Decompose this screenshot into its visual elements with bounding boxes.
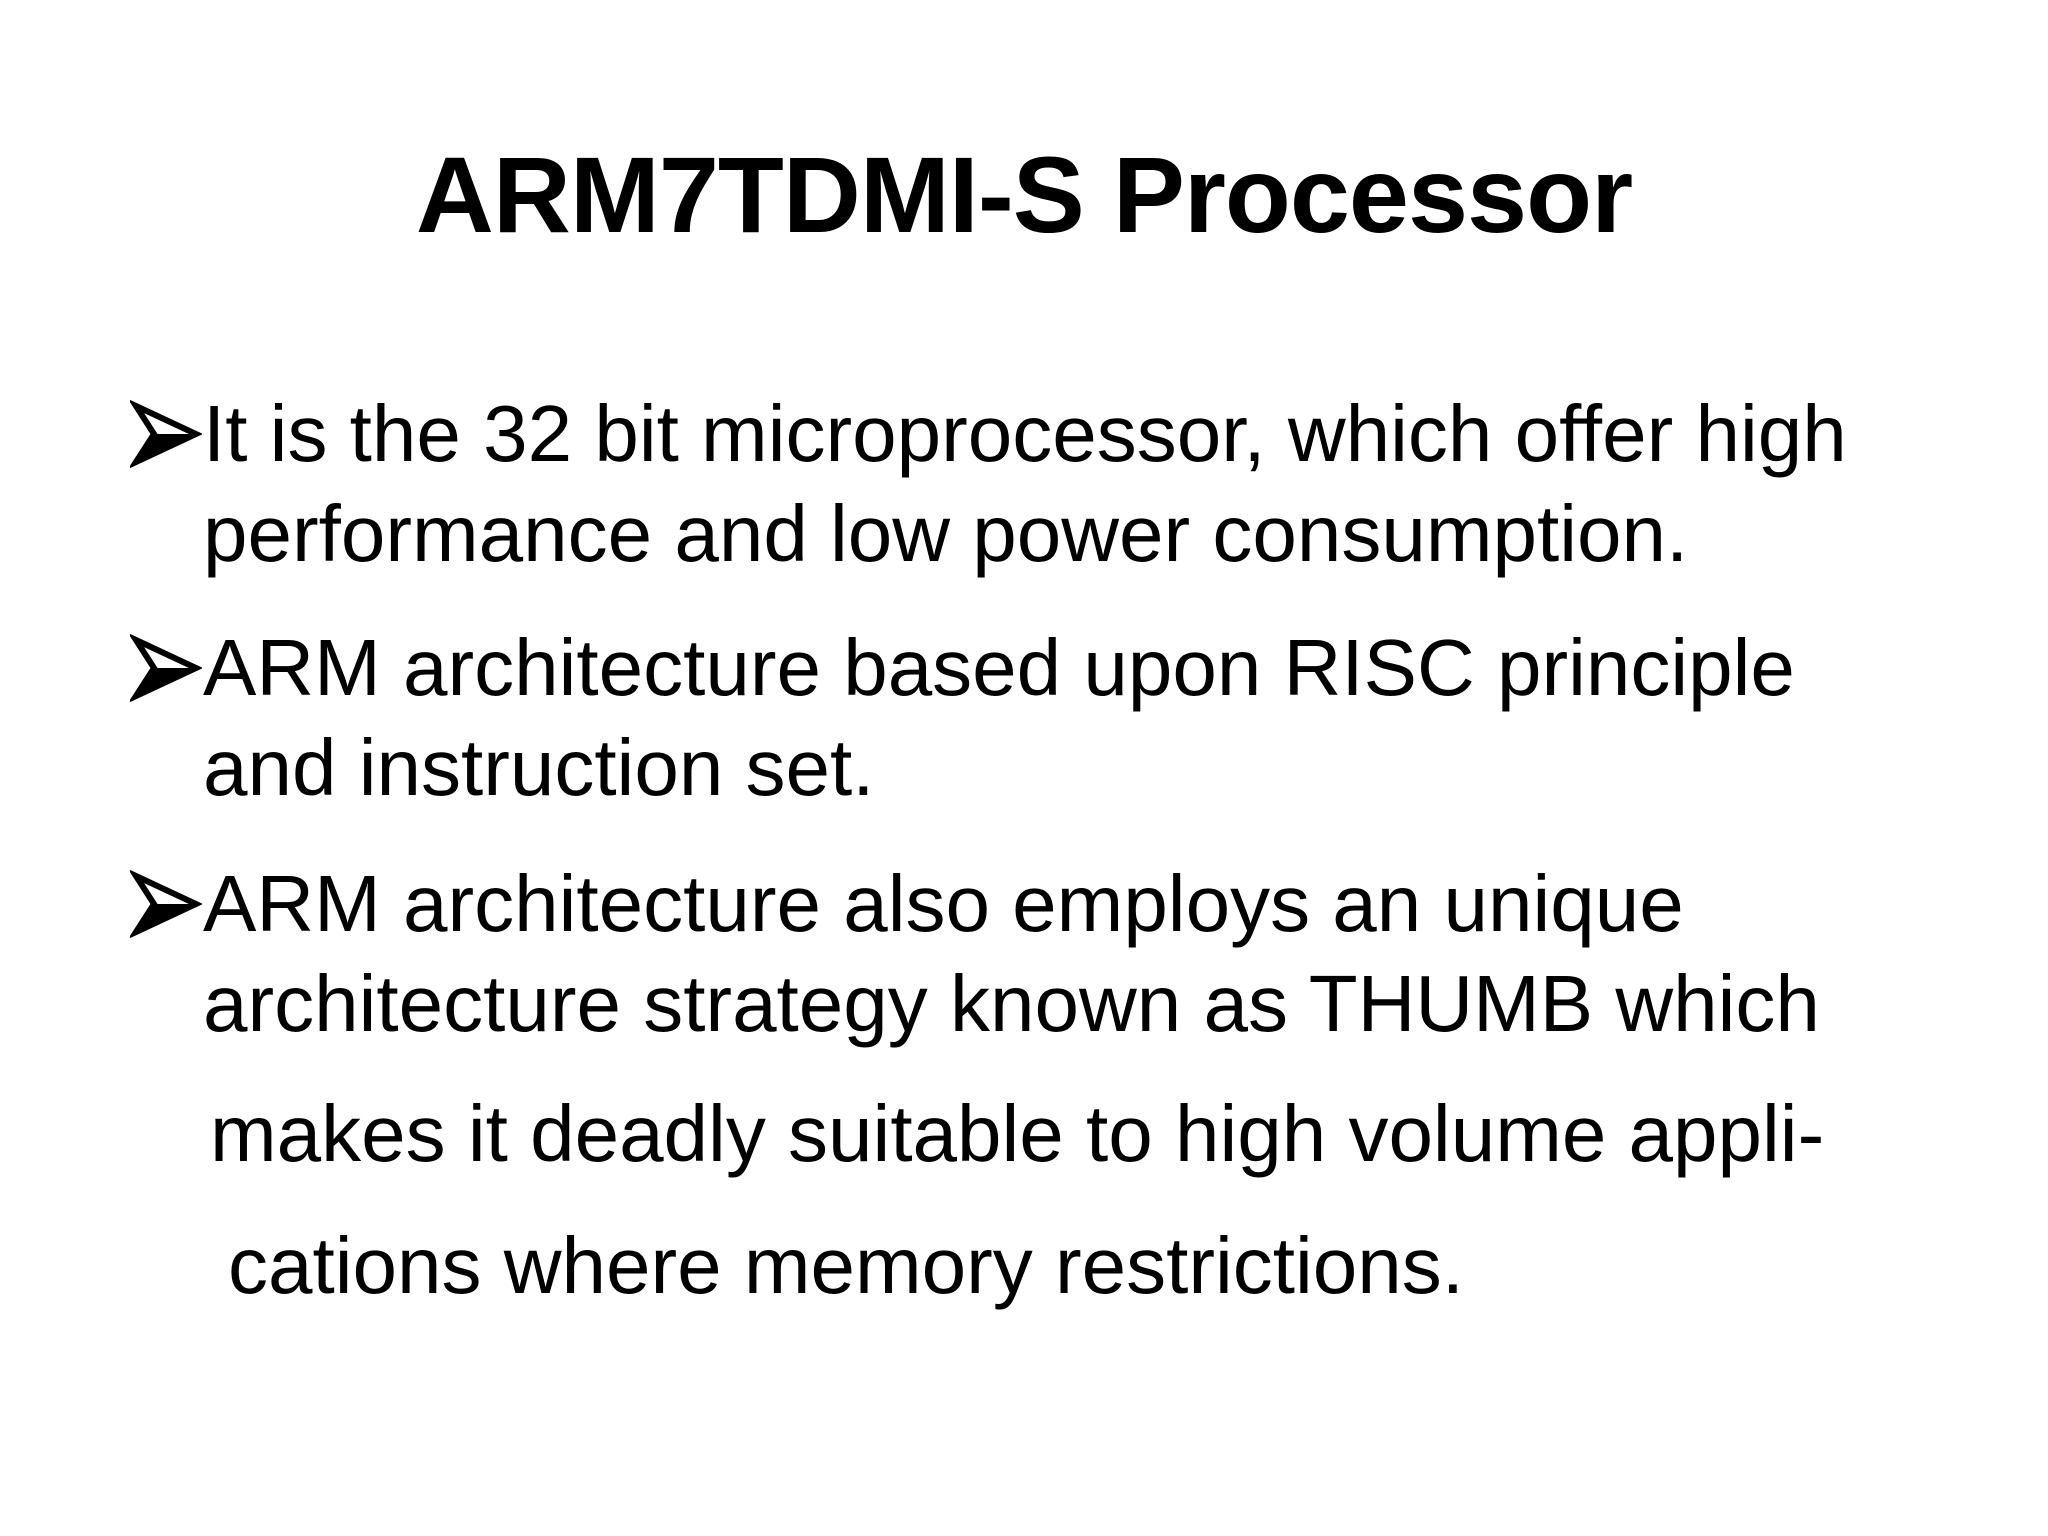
arrowhead-bullet-icon xyxy=(130,398,202,470)
arrowhead-bullet-icon xyxy=(130,868,202,940)
bullet-3-line-2: architecture strategy known as THUMB whi… xyxy=(203,959,1820,1048)
arrowhead-bullet-icon xyxy=(130,632,202,704)
bullet-3-line-1: ARM architecture also employs an unique xyxy=(203,859,1684,948)
slide-title: ARM7TDMI-S Processor xyxy=(415,134,1633,255)
bullet-2-line-1: ARM architecture based upon RISC princip… xyxy=(203,623,1795,712)
bullet-1-line-1: It is the 32 bit microprocessor, which o… xyxy=(203,389,1847,478)
bullet-3-line-4: cations where memory restrictions. xyxy=(228,1221,1464,1310)
bullet-1-line-2: performance and low power consumption. xyxy=(203,489,1689,578)
bullet-3-line-3: makes it deadly suitable to high volume … xyxy=(210,1089,1825,1178)
bullet-2-line-2: and instruction set. xyxy=(203,723,875,812)
